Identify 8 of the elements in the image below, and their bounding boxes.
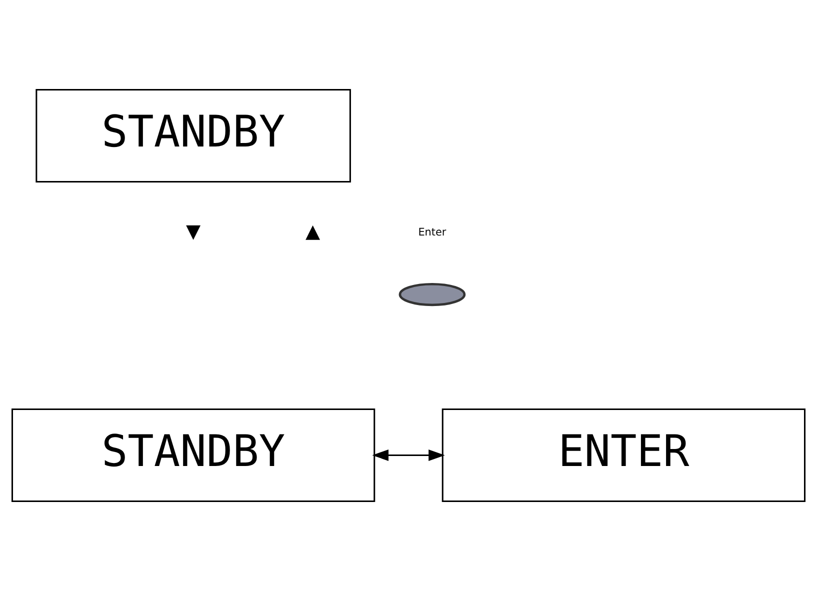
node-box: STANDBY [36,88,351,182]
node-box: ENTER [442,408,806,502]
label: Enter [418,226,446,238]
label: ▼ [186,220,201,242]
label: ▲ [305,220,320,242]
node-ellipse [398,282,466,306]
arrow [372,449,445,460]
node-box: STANDBY [12,408,376,502]
